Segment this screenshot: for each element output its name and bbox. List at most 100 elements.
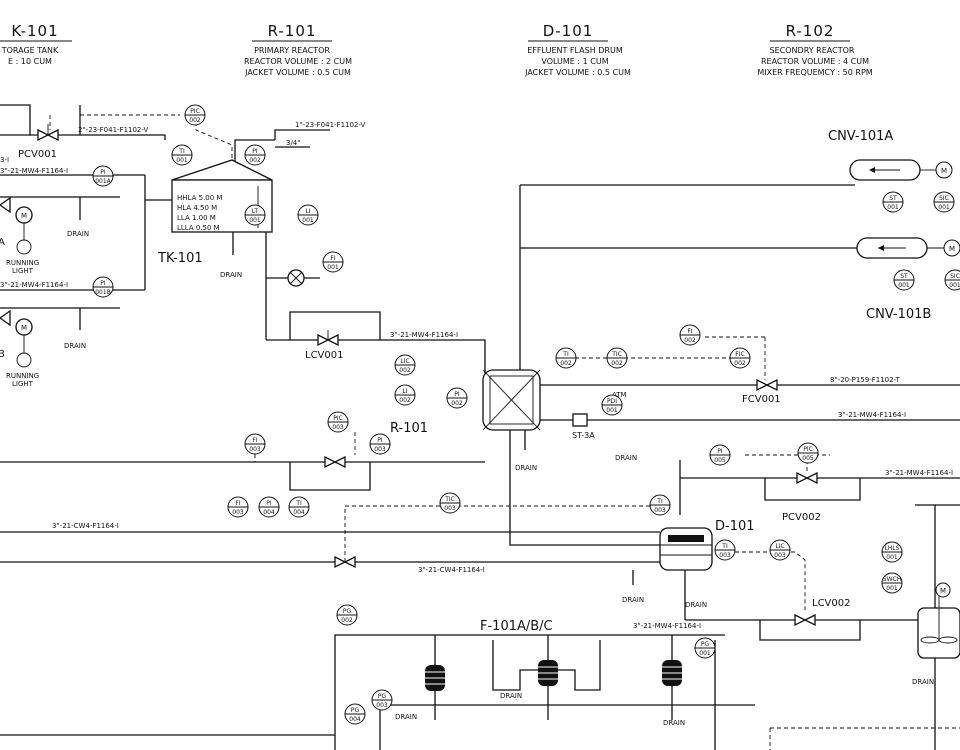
drain-label: DRAIN — [220, 271, 242, 279]
instrument-number: 002 — [341, 617, 353, 624]
line-label: 2"-23-F041-F1102-V — [78, 126, 149, 134]
instrument-number: 004 — [263, 509, 275, 516]
lcv002-label: LCV002 — [812, 598, 850, 609]
instrument-function: FI — [687, 328, 692, 335]
instrument-number: 001 — [886, 554, 898, 561]
drain-label: DRAIN — [67, 230, 89, 238]
instrument-function: FIC — [735, 351, 744, 358]
instrument-layer: PIC002TI001PI002PI001API001BLT001LI001FI… — [92, 104, 960, 725]
running-light: RUNNING — [6, 259, 39, 267]
instrument-number: 001 — [949, 282, 960, 289]
instrument-number: 001 — [938, 204, 950, 211]
line-labels: 2"-23-F041-F1102-V 1"-23-F041-F1102-V 3/… — [0, 121, 953, 630]
r101-inlet-valve — [324, 455, 346, 469]
drain-label: DRAIN — [500, 692, 522, 700]
lcv001-label: LCV001 — [305, 350, 343, 361]
line-label: 3-I — [0, 156, 9, 164]
drain-label: DRAIN — [515, 464, 537, 472]
instrument-function: TI — [295, 500, 302, 507]
instrument-number: 004 — [349, 716, 361, 723]
instrument-function: TIC — [611, 351, 622, 358]
drain-label: DRAIN — [663, 719, 685, 727]
instrument-number: 003 — [444, 505, 456, 512]
drain-label: DRAIN — [685, 601, 707, 609]
pcv002-valve: PCV002 — [782, 471, 821, 523]
cw-valve — [334, 555, 356, 569]
instrument-function: LIC — [775, 543, 784, 550]
instrument-function: LI — [305, 208, 310, 215]
instrument-function: SWCH — [883, 576, 901, 583]
drain-label: DRAIN — [64, 342, 86, 350]
instrument-number: 001 — [176, 157, 188, 164]
instrument-number: 004 — [293, 509, 305, 516]
r101-reactor: R-101 — [390, 369, 541, 436]
atm-label: ATM — [612, 391, 627, 399]
instrument-number: 002 — [734, 360, 746, 367]
tk101-label: TK-101 — [157, 251, 203, 266]
instrument-number: 001 — [302, 217, 314, 224]
header-line: REACTOR VOLUME : 2 CUM — [244, 57, 352, 66]
instrument-function: PDI — [607, 398, 617, 405]
line-label: 8"-20-P159-F1102-T — [830, 376, 900, 384]
instrument-function: PI — [454, 391, 460, 398]
instrument-function: PIC — [333, 415, 343, 422]
drain-label: DRAIN — [622, 596, 644, 604]
piping — [0, 104, 960, 750]
header-tk101: K-101 TORAGE TANK E : 10 CUM — [0, 22, 72, 66]
header-line: TORAGE TANK — [1, 46, 59, 55]
instrument-function: LT — [252, 208, 259, 215]
pcv001-valve: PCV001 — [18, 124, 59, 160]
cnv101b-conveyor: M CNV-101B — [856, 237, 960, 322]
instrument-number: 002 — [611, 360, 623, 367]
instrument-bubble: PIC 003 — [327, 411, 349, 433]
line-label: 3"-21-CW4-F1164-I — [418, 566, 485, 574]
drain-label: DRAIN — [615, 454, 637, 462]
header-tag: R-101 — [268, 22, 317, 40]
instrument-number: 002 — [560, 360, 572, 367]
instrument-function: TI — [562, 351, 569, 358]
instrument-number: 002 — [249, 157, 261, 164]
filters: F-101A/B/C — [425, 619, 682, 691]
svg-text:M: M — [941, 167, 947, 175]
pump-a: M A RUNNING LIGHT — [0, 196, 39, 275]
pcv002-label: PCV002 — [782, 512, 821, 523]
instrument-function: LI — [402, 388, 407, 395]
line-label: 1"-23-F041-F1102-V — [295, 121, 366, 129]
running-light: LIGHT — [12, 267, 34, 275]
svg-text:M: M — [949, 245, 955, 253]
instrument-number: 003 — [332, 424, 344, 431]
instrument-number: 002 — [189, 117, 201, 124]
running-light: RUNNING — [6, 372, 39, 380]
instrument-number: 001B — [95, 289, 111, 296]
header-line: JACKET VOLUME : 0.5 CUM — [524, 68, 631, 77]
cnv101a-label: CNV-101A — [828, 129, 893, 144]
lcv002-valve: LCV002 — [794, 598, 850, 627]
instrument-number: 001 — [327, 264, 339, 271]
tank-level: LLA 1.00 M — [177, 214, 216, 222]
header-r101: R-101 PRIMARY REACTOR REACTOR VOLUME : 2… — [244, 22, 352, 77]
fcv001-label: FCV001 — [742, 394, 781, 405]
instrument-function: PG — [701, 641, 710, 648]
d101-label: D-101 — [715, 519, 755, 534]
instrument-number: 003 — [374, 446, 386, 453]
instrument-number: 001 — [606, 407, 618, 414]
lcv001-valve: LCV001 — [305, 330, 343, 361]
header-r102: R-102 SECONDRY REACTOR REACTOR VOLUME : … — [757, 22, 872, 77]
instrument-number: 003 — [249, 446, 261, 453]
